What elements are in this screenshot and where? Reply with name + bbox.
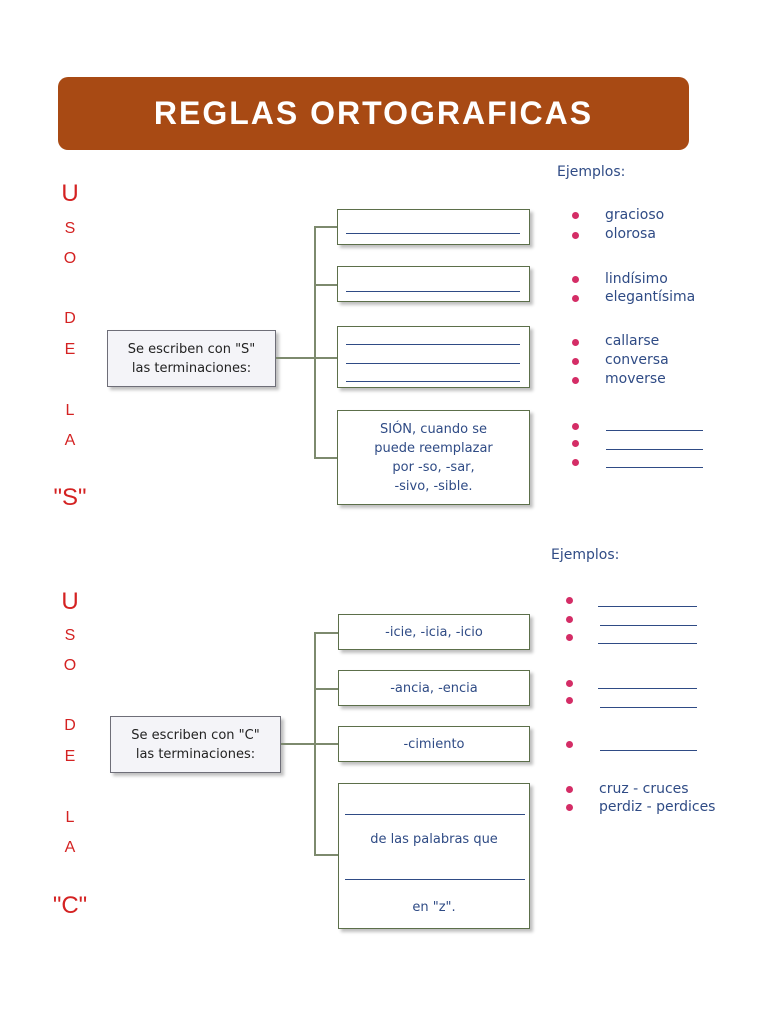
side-letter: E [64, 748, 76, 765]
connector [276, 357, 314, 359]
side-letter: E [64, 341, 76, 358]
title-banner: REGLAS ORTOGRAFICAS [58, 77, 689, 150]
connector [314, 357, 337, 359]
side-letter: O [63, 657, 77, 674]
side-letter: D [64, 310, 76, 327]
sion-rule-box: SIÓN, cuando se puede reemplazar por -so… [337, 410, 530, 505]
example-word: elegantísima [605, 289, 696, 305]
blank-line [345, 814, 525, 815]
rule-text: en "z". [412, 900, 456, 915]
blank-line [600, 625, 697, 626]
bullet-icon [566, 804, 573, 811]
connector [314, 457, 337, 459]
ending-box: -icie, -icia, -icio [338, 614, 530, 650]
bullet-icon [566, 597, 573, 604]
blank-line [346, 381, 520, 382]
rule-box-c: Se escriben con "C" las terminaciones: [110, 716, 281, 773]
blank-line [606, 449, 703, 450]
side-letter: S [64, 627, 76, 644]
side-letter: U [61, 180, 79, 207]
side-letter-quoted: "S" [53, 484, 87, 511]
example-word: gracioso [605, 207, 665, 223]
bullet-icon [572, 377, 579, 384]
connector [281, 743, 314, 745]
example-word: moverse [605, 371, 666, 387]
ending-box: -ancia, -encia [338, 670, 530, 706]
blank-box [337, 266, 530, 302]
blank-line [600, 707, 697, 708]
bullet-icon [566, 616, 573, 623]
page-title: REGLAS ORTOGRAFICAS [153, 95, 594, 131]
example-word: perdiz - perdices [599, 799, 716, 815]
blank-line [346, 363, 520, 364]
blank-line [346, 291, 520, 292]
bullet-icon [566, 634, 573, 641]
bullet-icon [572, 276, 579, 283]
blank-line [346, 233, 520, 234]
blank-box [337, 209, 530, 245]
side-letter: D [64, 717, 76, 734]
example-word: olorosa [605, 226, 656, 242]
connector [314, 284, 337, 286]
examples-label: Ejemplos: [551, 547, 620, 563]
plural-rule-box: de las palabras que en "z". [338, 783, 530, 929]
side-letter: L [65, 402, 75, 419]
blank-line [598, 643, 697, 644]
connector [314, 226, 316, 458]
bullet-icon [572, 358, 579, 365]
bullet-icon [566, 741, 573, 748]
blank-line [598, 688, 697, 689]
bullet-icon [572, 459, 579, 466]
blank-line [598, 606, 697, 607]
side-letter: U [61, 588, 79, 615]
bullet-icon [572, 232, 579, 239]
example-word: lindísimo [605, 271, 668, 287]
blank-line [600, 750, 697, 751]
bullet-icon [566, 786, 573, 793]
side-letter-quoted: "C" [52, 892, 88, 919]
bullet-icon [566, 697, 573, 704]
blank-line [606, 430, 703, 431]
side-letter: A [64, 432, 76, 449]
blank-line [346, 344, 520, 345]
rule-text: de las palabras que [370, 832, 498, 847]
examples-label: Ejemplos: [557, 164, 626, 180]
bullet-icon [572, 212, 579, 219]
bullet-icon [566, 680, 573, 687]
connector [314, 226, 337, 228]
connector [314, 688, 338, 690]
connector [314, 743, 338, 745]
bullet-icon [572, 339, 579, 346]
blank-line [345, 879, 525, 880]
rule-box-s: Se escriben con "S" las terminaciones: [107, 330, 276, 387]
side-letter: L [65, 809, 75, 826]
bullet-icon [572, 423, 579, 430]
side-letter: S [64, 220, 76, 237]
ending-box: -cimiento [338, 726, 530, 762]
blank-box [337, 326, 530, 388]
bullet-icon [572, 440, 579, 447]
example-word: conversa [605, 352, 669, 368]
example-word: callarse [605, 333, 660, 349]
side-letter: O [63, 250, 77, 267]
example-word: cruz - cruces [599, 781, 689, 797]
side-letter: A [64, 839, 76, 856]
connector [314, 854, 338, 856]
blank-line [606, 467, 703, 468]
bullet-icon [572, 295, 579, 302]
connector [314, 632, 338, 634]
